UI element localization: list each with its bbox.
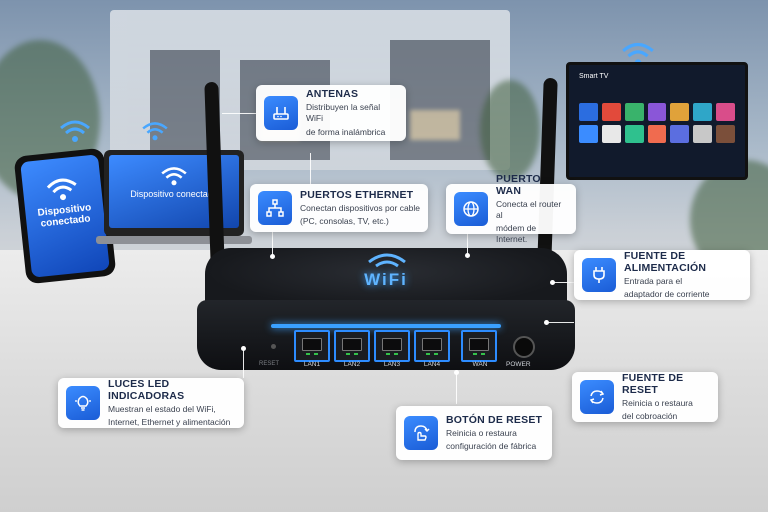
wan-port[interactable]	[461, 330, 497, 362]
leader-line	[467, 233, 468, 255]
plug-icon	[582, 258, 616, 292]
wifi-icon	[161, 167, 187, 186]
reset-arrows-icon	[580, 380, 614, 414]
phone-connected-text: Dispositivo conectado	[37, 202, 92, 230]
callout-desc: Reinicia o restaura	[622, 397, 693, 408]
leader-line	[456, 372, 457, 404]
wifi-icon	[368, 253, 406, 268]
lan-port-label: LAN1	[303, 361, 321, 368]
laptop-connected-text: Dispositivo conectado	[130, 189, 218, 199]
lan-port[interactable]	[414, 330, 450, 362]
leader-line	[310, 153, 311, 185]
callout-desc: (PC, consolas, TV, etc.)	[300, 216, 389, 226]
callout-fuente-reset: FUENTE DE RESET Reinicia o restaura del …	[572, 372, 718, 422]
lan-port[interactable]	[374, 330, 410, 362]
leader-line	[546, 322, 574, 323]
leader-line	[272, 230, 273, 256]
smart-tv: Smart TV	[566, 62, 748, 180]
callout-title: PUERTOS ETHERNET	[300, 188, 414, 201]
callout-antenas: ANTENAS Distribuyen la señal WiFi de for…	[256, 85, 406, 141]
leader-line	[222, 113, 256, 114]
callout-title: ANTENAS	[306, 88, 359, 101]
lan-port-labels: LAN1 LAN2 LAN3 LAN4	[294, 361, 450, 368]
callout-title: LUCES LED INDICADORAS	[108, 377, 185, 402]
callout-desc: de forma inalámbrica	[306, 126, 386, 137]
leader-dot	[241, 346, 246, 351]
tv-title: Smart TV	[579, 73, 609, 80]
wifi-icon	[142, 122, 168, 141]
leader-dot	[544, 320, 549, 325]
lan-port-label: LAN4	[423, 361, 441, 368]
callout-title: FUENTE DE ALIMENTACIÓN	[624, 249, 707, 274]
router-led-strip	[271, 324, 501, 328]
lightbulb-icon	[66, 386, 100, 420]
tv-app-grid	[579, 103, 735, 143]
leader-dot	[550, 280, 555, 285]
leader-dot	[465, 253, 470, 258]
wifi-icon	[46, 178, 77, 201]
router-top: WiFi	[205, 248, 567, 308]
power-jack[interactable]	[513, 336, 535, 358]
callout-title: BOTÓN DE RESET	[446, 413, 543, 426]
network-hierarchy-icon	[258, 191, 292, 225]
smartphone-device: Dispositivo conectado	[13, 147, 117, 285]
wifi-router: WiFi RESET LAN1 LAN2 LAN3 LAN4 WAN POWER	[197, 248, 575, 370]
power-label: POWER	[506, 361, 531, 368]
antenna-router-icon	[264, 96, 298, 130]
callout-boton-reset: BOTÓN DE RESET Reinicia o restaura confi…	[396, 406, 552, 460]
lan-port[interactable]	[294, 330, 330, 362]
callout-desc: Distribuyen la señal WiFi	[306, 102, 381, 124]
callout-desc: Muestran el estado del WiFi,	[108, 403, 216, 414]
callout-fuente-alimentacion: FUENTE DE ALIMENTACIÓN Entrada para el a…	[574, 250, 750, 300]
leader-line	[243, 348, 244, 378]
callout-desc: Conecta el router al	[496, 198, 562, 220]
lan-port-label: LAN2	[343, 361, 361, 368]
callout-desc: del cobroación	[622, 411, 678, 421]
callout-desc: Conectan dispositivos por cable	[300, 202, 421, 213]
callout-desc: módem de Internet.	[496, 223, 537, 245]
callout-title: FUENTE DE RESET	[622, 371, 684, 396]
reset-button[interactable]	[271, 344, 276, 349]
callout-desc: adaptador de corriente	[624, 289, 710, 299]
callout-luces-led: LUCES LED INDICADORAS Muestran el estado…	[58, 378, 244, 428]
laptop-base	[96, 236, 252, 244]
reset-hand-icon	[404, 416, 438, 450]
callout-desc: Entrada para el	[624, 275, 683, 286]
wifi-icon	[60, 120, 90, 142]
leader-dot	[454, 370, 459, 375]
background-tree	[480, 80, 540, 180]
globe-icon	[454, 192, 488, 226]
callout-title: PUERTO WAN	[496, 172, 541, 197]
callout-desc: Internet, Ethernet y alimentación	[108, 417, 231, 427]
leader-line	[552, 282, 574, 283]
wan-port-label: WAN	[472, 361, 488, 368]
callout-puerto-wan: PUERTO WAN Conecta el router al módem de…	[446, 173, 576, 244]
lan-port-label: LAN3	[383, 361, 401, 368]
reset-label: RESET	[259, 361, 280, 367]
lan-ports	[294, 330, 450, 362]
lan-port[interactable]	[334, 330, 370, 362]
leader-dot	[270, 254, 275, 259]
callout-desc: Reinicia o restaura	[446, 427, 517, 438]
callout-desc: configuración de fábrica	[446, 441, 537, 451]
phone-screen: Dispositivo conectado	[20, 154, 110, 278]
router-brand-logo: WiFi	[364, 270, 408, 289]
callout-puertos-ethernet: PUERTOS ETHERNET Conectan dispositivos p…	[250, 184, 428, 232]
